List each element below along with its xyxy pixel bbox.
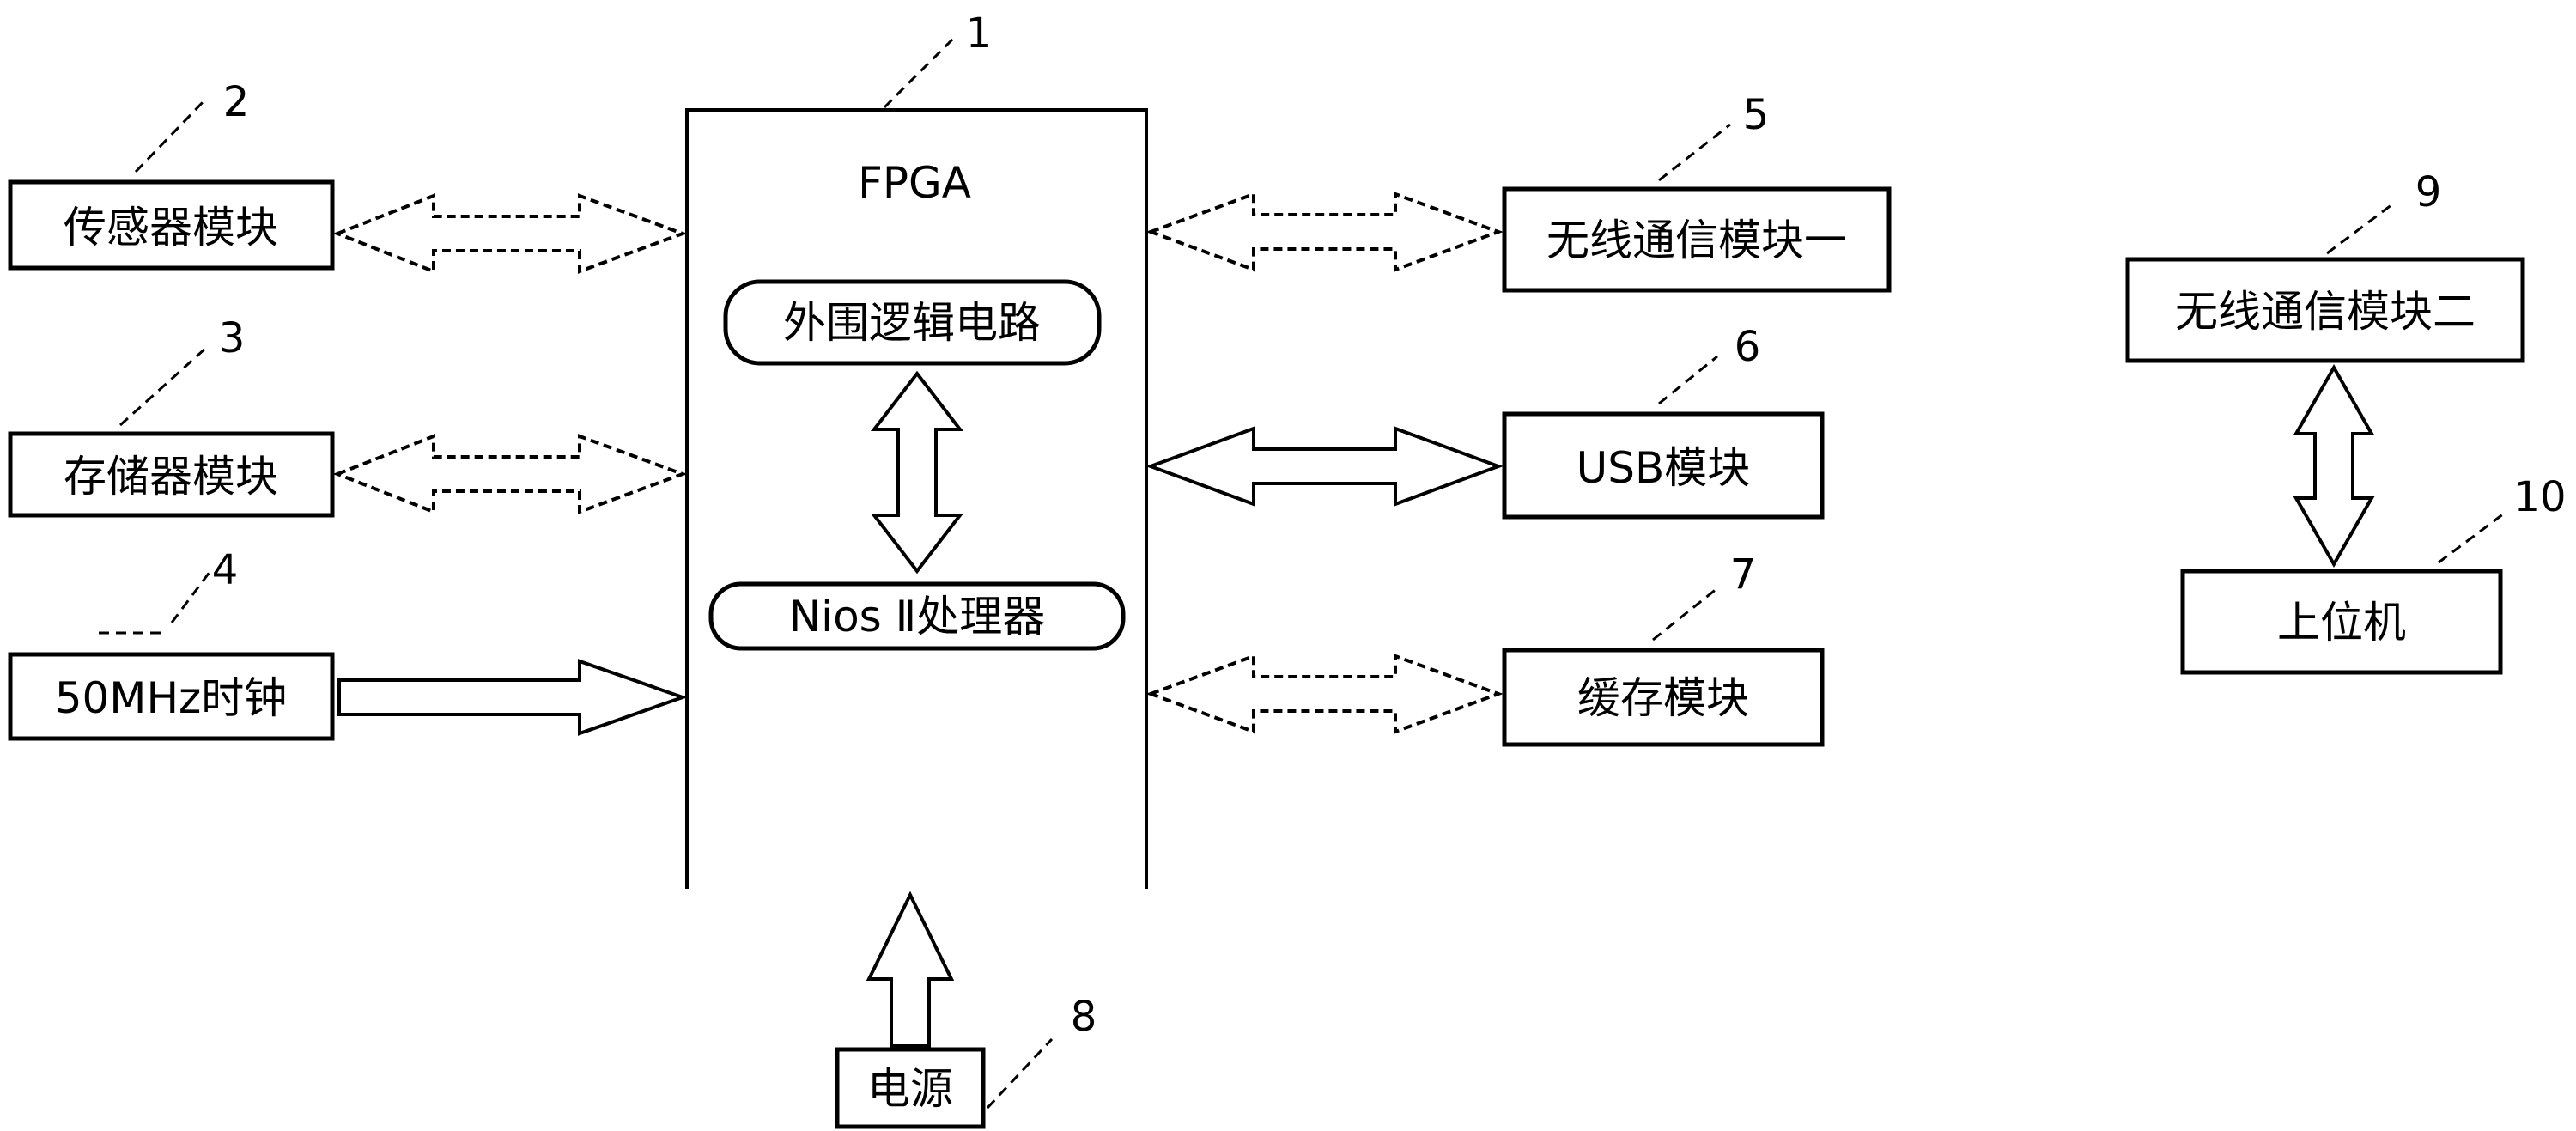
- wireless-module-2-box: [2125, 257, 2525, 363]
- memory-fpga-double-arrow: [332, 434, 688, 514]
- sensor-module-box: [8, 179, 335, 271]
- peripheral-logic-box: [723, 279, 1102, 366]
- cache-module-label: 缓存模块: [1577, 673, 1749, 723]
- processor-label: Nios Ⅱ处理器: [789, 592, 1045, 642]
- wireless-module-1-box: [1502, 186, 1892, 293]
- fpga-block: FPGA 外围逻辑电路 Nios Ⅱ处理器: [685, 108, 1148, 889]
- fpga-title: FPGA: [858, 158, 971, 208]
- processor-box: [708, 581, 1126, 651]
- wireless-module-1: 无线通信模块一 5: [1502, 91, 1892, 293]
- power-module-box: [835, 1047, 986, 1129]
- wireless-module-1-label: 无线通信模块一: [1546, 216, 1847, 265]
- wireless-1-number: 5: [1743, 91, 1770, 139]
- memory-number: 3: [219, 314, 246, 362]
- clock-fpga-arrow: [337, 659, 689, 736]
- power-fpga-arrow: [866, 891, 955, 1048]
- host-number: 10: [2513, 473, 2566, 521]
- fpga-cache-double-arrow: [1145, 654, 1504, 734]
- peripheral-logic-label: 外围逻辑电路: [783, 298, 1041, 348]
- internal-double-arrow: [870, 370, 964, 575]
- clock-module-box: [8, 652, 335, 741]
- power-leader-line: [986, 1037, 1054, 1110]
- sensor-number: 2: [223, 78, 250, 126]
- sensor-fpga-double-arrow: [332, 193, 688, 274]
- fpga-usb-double-arrow: [1145, 426, 1504, 507]
- cache-module-box: [1502, 648, 1825, 747]
- sensor-module: 传感器模块 2: [8, 78, 335, 271]
- memory-module-box: [8, 431, 335, 518]
- power-number: 8: [1071, 993, 1097, 1041]
- wireless-1-leader-line: [1658, 123, 1731, 182]
- power-module-label: 电源: [867, 1064, 953, 1114]
- fpga-wireless1-double-arrow: [1145, 192, 1504, 272]
- cache-module: 缓存模块 7: [1502, 550, 1825, 747]
- power-module: 电源 8: [835, 891, 1097, 1129]
- memory-module: 存储器模块 3: [8, 314, 335, 518]
- clock-module-label: 50MHz时钟: [55, 673, 288, 723]
- cache-number: 7: [1730, 550, 1757, 599]
- wireless-module-2-label: 无线通信模块二: [2175, 287, 2476, 337]
- wireless2-host-double-arrow: [2293, 363, 2375, 569]
- sensor-leader-line: [134, 97, 208, 173]
- host-computer: 上位机 10: [2180, 473, 2567, 675]
- memory-module-label: 存储器模块: [64, 452, 278, 502]
- clock-leader-line: [170, 570, 212, 623]
- clock-number: 4: [212, 546, 239, 594]
- fpga-leader-line: [883, 37, 955, 109]
- host-computer-box: [2180, 569, 2503, 675]
- usb-number: 6: [1735, 323, 1761, 371]
- host-leader-line: [2438, 509, 2508, 564]
- usb-module-box: [1502, 411, 1825, 520]
- cache-leader-line: [1652, 587, 1718, 642]
- host-computer-label: 上位机: [2277, 598, 2406, 648]
- wireless-2-leader-line: [2326, 200, 2397, 255]
- wireless-2-number: 9: [2415, 168, 2442, 216]
- sensor-module-label: 传感器模块: [64, 203, 278, 252]
- wireless-module-2: 无线通信模块二 9: [2125, 168, 2525, 363]
- usb-leader-line: [1658, 355, 1718, 405]
- usb-module: USB模块 6: [1502, 323, 1825, 520]
- memory-leader-line: [118, 346, 208, 427]
- clock-module: 50MHz时钟 4: [8, 546, 335, 741]
- fpga-number: 1: [966, 9, 993, 58]
- usb-module-label: USB模块: [1577, 443, 1751, 493]
